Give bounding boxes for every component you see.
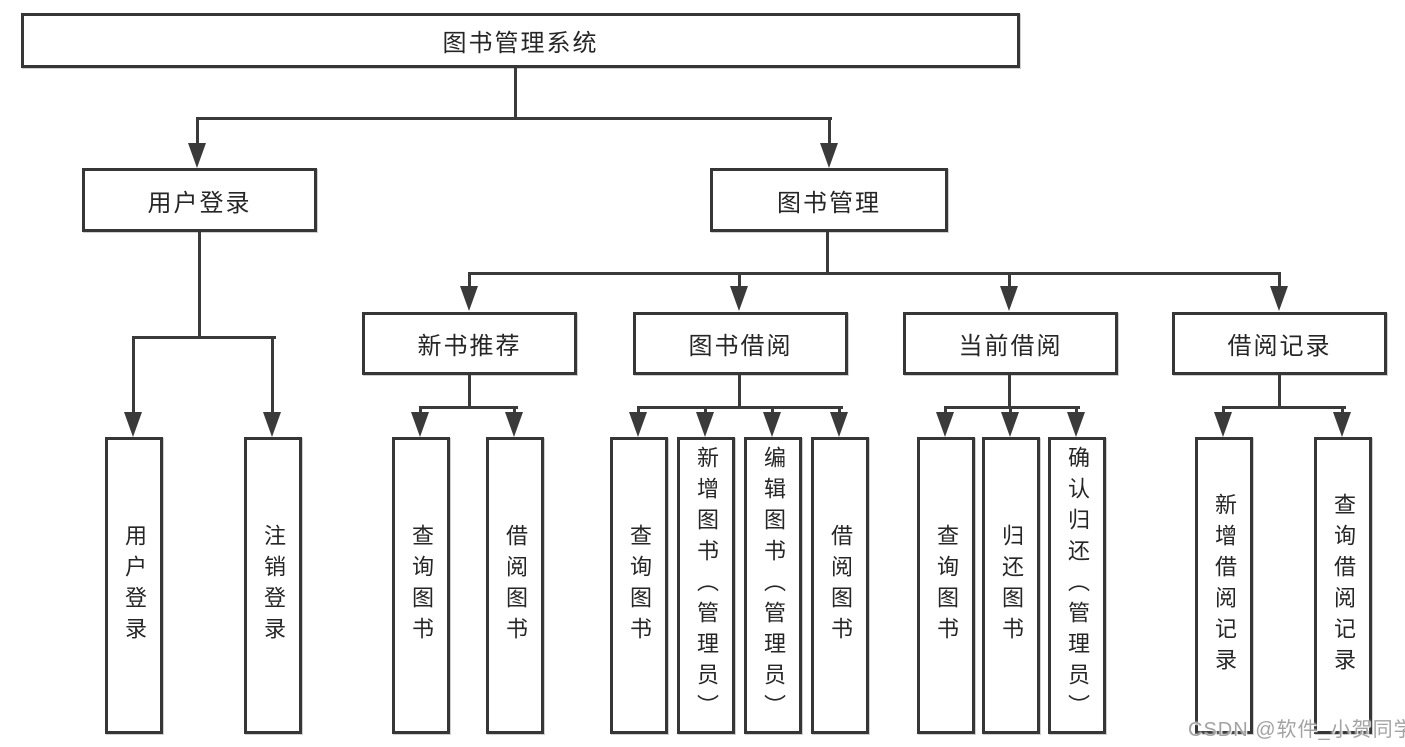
connector-records-rail bbox=[1222, 406, 1346, 409]
connector-user-login-drop bbox=[196, 117, 199, 147]
connector-leaf-drop bbox=[419, 406, 422, 416]
node-leaf-query-books-borrow: 查询图书 bbox=[610, 437, 668, 734]
connector-leaf-drop bbox=[1009, 406, 1012, 416]
arrowhead-down bbox=[1000, 286, 1018, 311]
node-leaf-return-book: 归还图书 bbox=[982, 437, 1040, 734]
connector-leaf-drop bbox=[513, 406, 516, 416]
connector-leaf-drop bbox=[704, 406, 707, 416]
arrowhead-down bbox=[505, 412, 523, 437]
connector-level3-drop bbox=[1008, 272, 1011, 288]
node-user-login: 用户登录 bbox=[82, 168, 317, 232]
node-leaf-borrow-books-recommend: 借阅图书 bbox=[486, 437, 544, 734]
node-leaf-user-login: 用户登录 bbox=[105, 437, 163, 734]
connector-leaf-drop bbox=[838, 406, 841, 416]
node-leaf-edit-book-admin: 编辑图书（管理员） bbox=[744, 437, 802, 734]
arrowhead-down bbox=[188, 143, 206, 168]
node-leaf-query-borrow-record: 查询借阅记录 bbox=[1314, 437, 1372, 734]
connector-level2-rail bbox=[196, 117, 832, 120]
node-leaf-confirm-return-admin: 确认归还（管理员） bbox=[1048, 437, 1106, 734]
arrowhead-down bbox=[1333, 412, 1351, 437]
connector-level3-drop bbox=[468, 272, 471, 288]
connector-leaf-drop bbox=[637, 406, 640, 416]
arrowhead-down bbox=[1067, 412, 1085, 437]
connector-level3-drop bbox=[738, 272, 741, 288]
connector-recommend-rail bbox=[419, 406, 518, 409]
arrowhead-down bbox=[1001, 412, 1019, 437]
node-leaf-add-book-admin: 新增图书（管理员） bbox=[677, 437, 735, 734]
node-current-borrow: 当前借阅 bbox=[903, 312, 1118, 375]
connector-root-stub bbox=[514, 68, 517, 119]
arrowhead-down bbox=[411, 412, 429, 437]
arrowhead-down bbox=[696, 412, 714, 437]
connector-book-mgmt-stub bbox=[826, 232, 829, 274]
connector-current-rail bbox=[944, 406, 1080, 409]
node-leaf-borrow-books-borrow: 借阅图书 bbox=[811, 437, 869, 734]
connector-user-login-rail bbox=[132, 336, 276, 339]
node-book-management: 图书管理 bbox=[710, 168, 948, 232]
node-leaf-query-books-current: 查询图书 bbox=[917, 437, 975, 734]
arrowhead-down bbox=[263, 412, 281, 437]
node-new-book-recommend: 新书推荐 bbox=[362, 312, 577, 375]
watermark: CSDN @软件_小贺同学 bbox=[1188, 719, 1405, 741]
arrowhead-down bbox=[936, 412, 954, 437]
connector-level3-drop bbox=[1278, 272, 1281, 288]
arrowhead-down bbox=[763, 412, 781, 437]
connector-leaf-drop bbox=[271, 336, 274, 416]
arrowhead-down bbox=[629, 412, 647, 437]
connector-leaf-drop bbox=[1222, 406, 1225, 416]
connector-borrow-stub bbox=[738, 375, 741, 408]
arrowhead-down bbox=[730, 286, 748, 311]
arrowhead-down bbox=[1214, 412, 1232, 437]
connector-recommend-stub bbox=[468, 375, 471, 408]
connector-records-stub bbox=[1278, 375, 1281, 408]
node-leaf-add-borrow-record: 新增借阅记录 bbox=[1195, 437, 1253, 734]
arrowhead-down bbox=[1270, 286, 1288, 311]
arrowhead-down bbox=[830, 412, 848, 437]
connector-user-login-stub bbox=[198, 232, 201, 338]
connector-book-mgmt-drop bbox=[828, 117, 831, 147]
arrowhead-down bbox=[124, 412, 142, 437]
connector-leaf-drop bbox=[771, 406, 774, 416]
connector-leaf-drop bbox=[1341, 406, 1344, 416]
connector-borrow-rail bbox=[637, 406, 843, 409]
connector-leaf-drop bbox=[1075, 406, 1078, 416]
node-leaf-query-books-recommend: 查询图书 bbox=[392, 437, 450, 734]
connector-current-stub bbox=[1008, 375, 1011, 408]
node-leaf-logout: 注销登录 bbox=[244, 437, 302, 734]
node-book-borrow: 图书借阅 bbox=[633, 312, 848, 375]
connector-level3-rail bbox=[468, 272, 1281, 275]
arrowhead-down bbox=[820, 143, 838, 168]
node-root: 图书管理系统 bbox=[21, 13, 1020, 68]
arrowhead-down bbox=[460, 286, 478, 311]
connector-leaf-drop bbox=[132, 336, 135, 416]
node-borrow-records: 借阅记录 bbox=[1172, 312, 1387, 375]
connector-leaf-drop bbox=[944, 406, 947, 416]
